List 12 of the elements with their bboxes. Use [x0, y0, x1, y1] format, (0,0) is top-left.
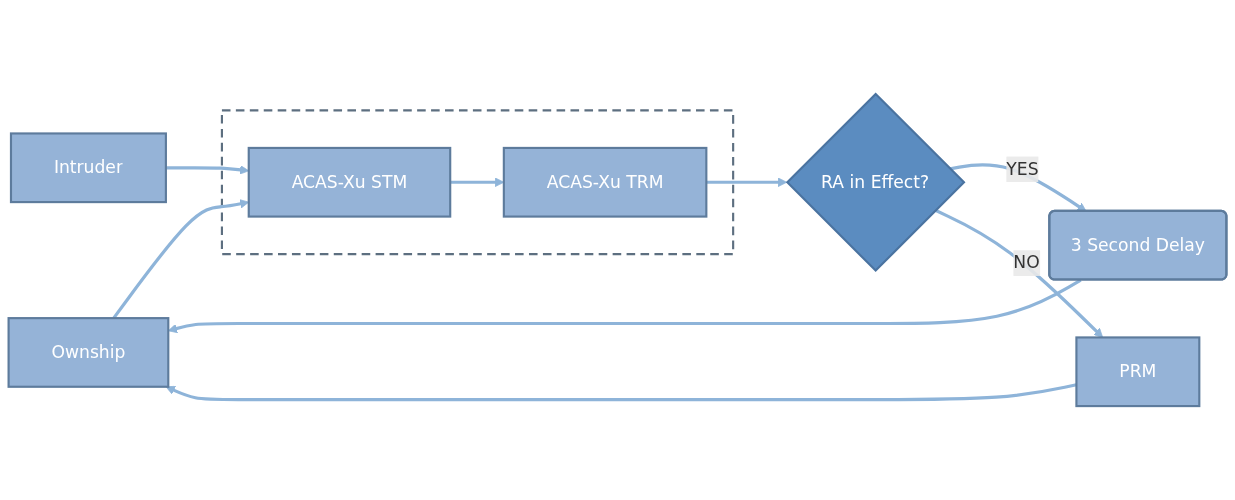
cluster	[220, 109, 735, 256]
edge-label: NO	[1013, 252, 1040, 273]
node-box: ACAS-Xu TRM	[502, 146, 708, 218]
node-box: Ownship	[7, 317, 170, 388]
node-diamond: RA in Effect?	[785, 92, 966, 273]
arrow	[706, 177, 788, 187]
node-box: PRM	[1075, 336, 1201, 408]
node-box: Intruder	[9, 132, 167, 204]
node-box: ACAS-Xu STM	[247, 146, 452, 218]
edge-label: YES	[1006, 158, 1039, 179]
arrow	[934, 208, 1104, 338]
arrow	[165, 383, 1077, 402]
